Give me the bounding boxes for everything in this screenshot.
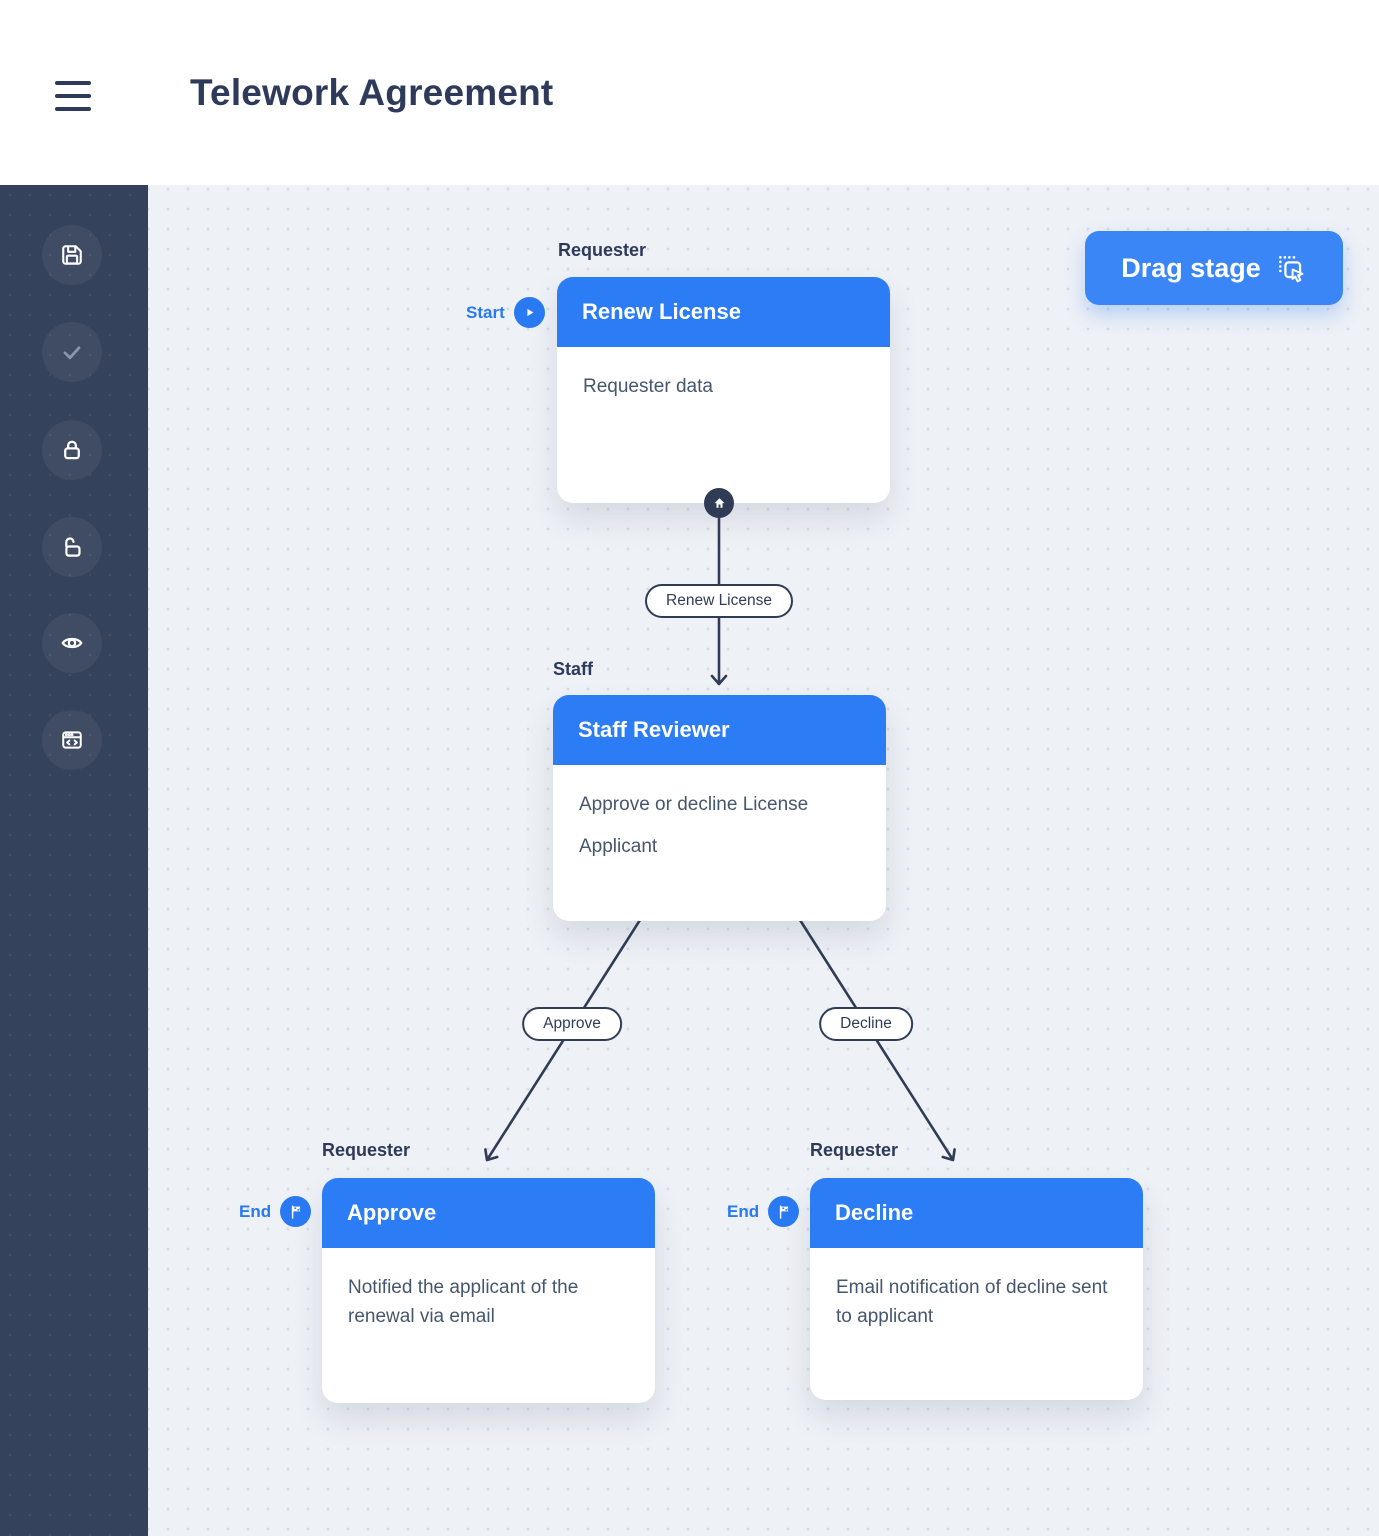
stage-title: Approve (322, 1178, 655, 1248)
drag-stage-label: Drag stage (1121, 252, 1261, 283)
stage-description-line: Applicant (579, 835, 658, 857)
stage-title: Renew License (557, 277, 890, 347)
connector-anchor-icon[interactable] (704, 488, 734, 518)
page-title: Telework Agreement (190, 72, 554, 113)
end-label: End (727, 1201, 760, 1221)
stage-title: Staff Reviewer (553, 695, 886, 765)
validate-button[interactable] (42, 322, 102, 382)
stage-card-decline[interactable]: Decline Email notification of decline se… (810, 1178, 1143, 1400)
edge-label-approve[interactable]: Approve (522, 1007, 622, 1041)
hamburger-menu-icon[interactable] (55, 81, 91, 111)
embed-button[interactable] (42, 710, 102, 770)
start-play-icon (513, 297, 545, 328)
start-label: Start (466, 302, 505, 322)
lock-icon (64, 440, 80, 460)
save-icon (62, 245, 82, 265)
stage-description: Requester data (583, 376, 713, 397)
start-marker: Start (466, 297, 545, 328)
stage-description: Notified the applicant of the renewal vi… (348, 1277, 579, 1327)
end-marker: End (727, 1196, 800, 1227)
eye-icon (61, 637, 83, 649)
save-button[interactable] (42, 225, 102, 285)
stage-title: Decline (810, 1178, 1143, 1248)
check-icon (63, 346, 81, 360)
toolbar-sidebar (0, 185, 148, 1536)
finish-flag-icon (768, 1196, 800, 1227)
edge-label-renew-license[interactable]: Renew License (645, 584, 793, 618)
lock-button[interactable] (42, 420, 102, 480)
stage-card-staff-reviewer[interactable]: Staff Reviewer Approve or decline Licens… (553, 695, 886, 921)
window-code-icon (62, 731, 82, 749)
lane-label: Requester (558, 240, 647, 260)
edge-label-decline[interactable]: Decline (819, 1007, 913, 1041)
unlock-button[interactable] (42, 517, 102, 577)
preview-button[interactable] (42, 613, 102, 673)
stage-description: Email notification of decline sent to ap… (836, 1277, 1108, 1327)
lane-label: Requester (810, 1140, 899, 1160)
end-marker: End (239, 1196, 312, 1227)
stage-card-renew-license[interactable]: Renew License Requester data (557, 277, 890, 503)
unlock-icon (65, 537, 81, 557)
app-header: Telework Agreement (0, 0, 1379, 185)
lane-label: Requester (322, 1140, 411, 1160)
stage-description-line: Approve or decline License (579, 794, 809, 815)
lane-label: Staff (553, 659, 593, 679)
finish-flag-icon (280, 1196, 312, 1227)
end-label: End (239, 1201, 272, 1221)
drag-cursor-icon (1278, 256, 1304, 283)
drag-stage-button[interactable]: Drag stage (1085, 231, 1343, 305)
stage-card-approve[interactable]: Approve Notified the applicant of the re… (322, 1178, 655, 1403)
